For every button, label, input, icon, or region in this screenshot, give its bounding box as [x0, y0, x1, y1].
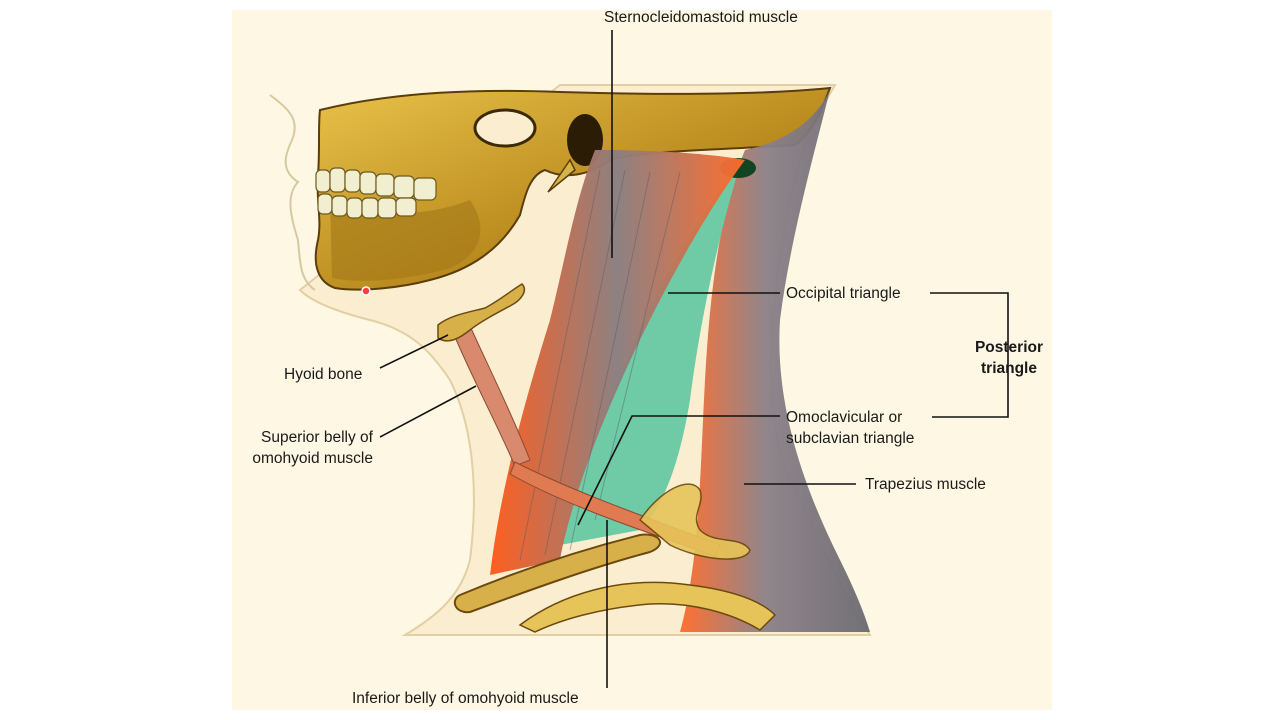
label-inferior-belly: Inferior belly of omohyoid muscle [352, 690, 579, 707]
mandible-shade [330, 200, 481, 281]
label-omoclavicular-triangle: Omoclavicular or subclavian triangle [786, 407, 914, 449]
leader-hyoid [379, 334, 449, 369]
label-occipital-triangle: Occipital triangle [786, 285, 901, 302]
clavicle [453, 533, 661, 614]
styloid-process [547, 158, 576, 193]
hyoid-bone-shape [437, 283, 526, 342]
bracket-posterior-triangle [930, 292, 1009, 418]
label-superior-line1: Superior belly of [260, 429, 373, 446]
label-sternocleidomastoid: Sternocleidomastoid muscle [604, 9, 798, 26]
leader-superior-belly [379, 385, 477, 438]
leader-omoclavicular [577, 415, 780, 526]
leader-lines [379, 30, 1009, 688]
label-omoclavicular-line1: Omoclavicular or [786, 409, 903, 426]
teeth [315, 167, 437, 219]
label-posterior-line2: triangle [981, 360, 1037, 377]
label-superior-belly: Superior belly of omohyoid muscle [230, 427, 373, 469]
skull-cavity [473, 108, 537, 148]
pointer-marker [361, 286, 371, 296]
scapula-acromion [639, 483, 751, 560]
label-omoclavicular-line2: subclavian triangle [786, 430, 915, 447]
label-trapezius: Trapezius muscle [865, 476, 986, 493]
omohyoid-superior-belly [451, 325, 531, 467]
trapezius-muscle [680, 90, 870, 632]
face-profile [269, 94, 316, 291]
label-superior-line2: omohyoid muscle [252, 450, 373, 467]
label-posterior-triangle: Posterior triangle [962, 337, 1056, 379]
label-posterior-line1: Posterior [974, 339, 1044, 356]
posterior-triangle-region [560, 165, 740, 545]
first-rib [518, 581, 777, 633]
label-hyoid-bone: Hyoid bone [284, 366, 363, 383]
sternocleidomastoid-muscle [490, 150, 745, 575]
